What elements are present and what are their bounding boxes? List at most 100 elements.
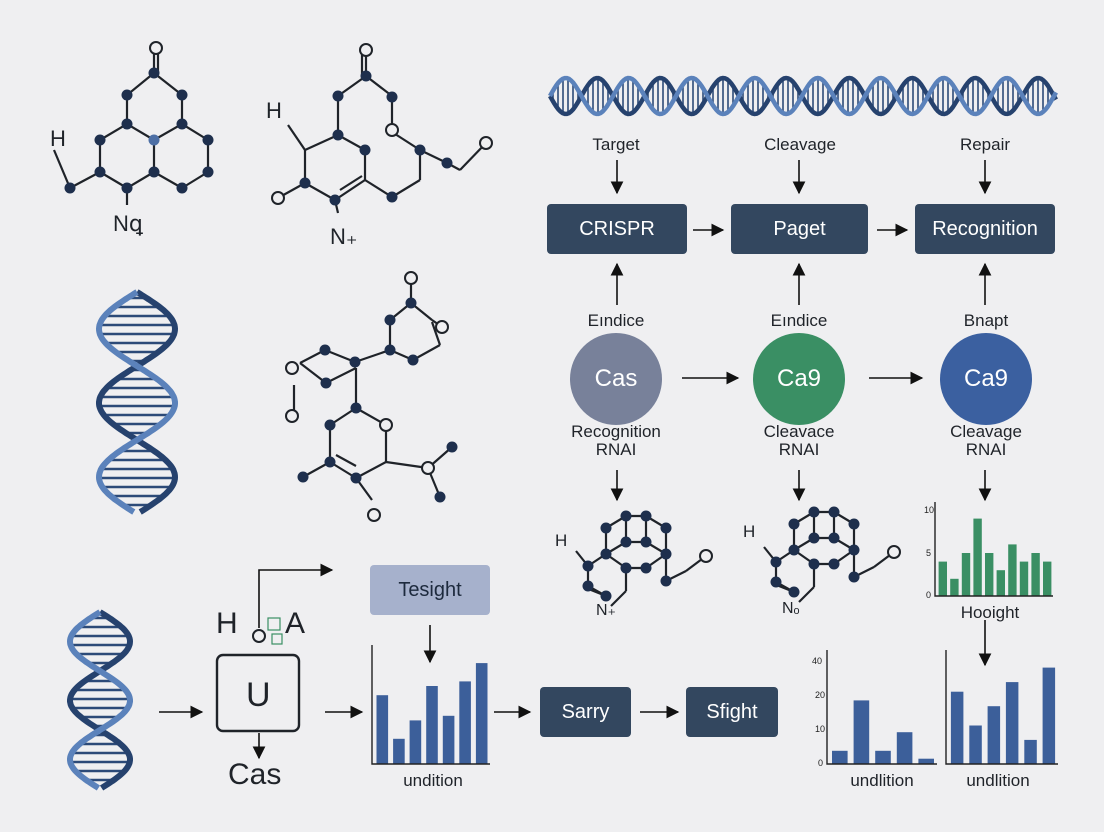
flow-arrows [159, 160, 992, 760]
atom-node [121, 89, 133, 101]
atom-node [770, 556, 782, 568]
atom-node [360, 70, 372, 82]
helix-strand [96, 289, 179, 515]
paget-box: Paget [731, 204, 868, 254]
green-chart-tick-0: 0 [926, 590, 932, 600]
atom-node [386, 91, 398, 103]
molecule-bond [430, 321, 442, 346]
atom-node [828, 506, 840, 518]
atom-node [848, 544, 860, 556]
chart-axis [826, 650, 937, 765]
sarry-box: Sarry [540, 687, 631, 737]
atom-n-1: Nꝗ [113, 211, 143, 236]
atom-node [808, 532, 820, 544]
chart-bar [1024, 739, 1037, 764]
atom-node [176, 182, 188, 194]
br1-tick-10: 10 [815, 724, 826, 734]
chart-bar [987, 706, 1001, 764]
atom-node [582, 580, 594, 592]
chart-axis [934, 502, 1053, 597]
atom-node [620, 510, 632, 522]
atom-node [788, 544, 800, 556]
label-cleavage: Cleavage [764, 135, 836, 154]
chart-bar [950, 691, 964, 764]
atom-node-open [385, 123, 399, 137]
unit-letter: U [246, 676, 271, 714]
atom-node-open [285, 409, 299, 423]
chart-bar [985, 553, 994, 596]
atom-node-open [887, 545, 901, 559]
green-chart-tick-5: 5 [926, 548, 932, 558]
atom-node [320, 377, 332, 389]
chart-bar [950, 578, 959, 596]
atom-node [640, 510, 652, 522]
chart-bar [973, 518, 982, 596]
atom-node-open [359, 43, 373, 57]
atom-node-open [271, 191, 285, 205]
atom-node [329, 194, 341, 206]
atom-node-open [379, 418, 393, 432]
unit-caption: Cas [228, 758, 282, 791]
chart-bar [1042, 667, 1056, 764]
atom-node [324, 419, 336, 431]
molecule-bond [304, 133, 339, 152]
molecule-1 [52, 41, 214, 205]
chart-bar [409, 720, 422, 764]
atom-node [94, 166, 106, 178]
atom-node [414, 144, 426, 156]
atom-node [788, 586, 800, 598]
atom-node [660, 548, 672, 560]
atom-node-open [149, 41, 163, 55]
chart-bar [896, 732, 913, 764]
atom-node [359, 144, 371, 156]
atom-node [148, 166, 160, 178]
cas-circle: Cas [570, 333, 662, 425]
atom-node [828, 558, 840, 570]
molecule-2 [271, 43, 493, 214]
label-target: Target [592, 135, 640, 154]
atom-h-4: H [743, 522, 756, 541]
atom-node [660, 575, 672, 587]
br1-tick-20: 20 [815, 690, 826, 700]
atom-node [600, 548, 612, 560]
molecule-bond [304, 182, 336, 201]
atom-node [297, 471, 309, 483]
dna-helix-bottom [66, 609, 134, 791]
chart-axis [945, 650, 1058, 765]
atom-node [64, 182, 76, 194]
ca9-blue-circle: Ca9 [940, 333, 1032, 425]
molecule-5 [763, 506, 901, 603]
atom-node [350, 402, 362, 414]
unit-box [215, 653, 301, 733]
bottom-right-bar-chart-2 [945, 650, 1058, 765]
molecule-4 [575, 510, 713, 607]
green-bar-chart [934, 502, 1053, 597]
atom-a-unit: A [285, 607, 306, 640]
ca9-green-circle: Ca9 [753, 333, 845, 425]
chart-bar [426, 686, 438, 764]
circle-3-bottom-label: Cleavage RNAI [950, 422, 1022, 459]
atom-node [121, 182, 133, 194]
chart-bar [1019, 561, 1029, 596]
atom-node [770, 576, 782, 588]
helix-strand [95, 289, 178, 515]
molecule-bond [325, 367, 357, 384]
chart-bar [459, 681, 471, 764]
molecule-bond [355, 461, 387, 479]
chart-bar [1043, 561, 1052, 596]
unit-mark [271, 633, 283, 645]
chart-bar [442, 715, 455, 764]
chart-bar [1008, 544, 1017, 596]
atom-node-open [252, 629, 266, 643]
dna-helix-left [95, 289, 179, 515]
atom-node [620, 536, 632, 548]
helix-strand [67, 609, 134, 791]
molecule-bond [337, 75, 367, 97]
atom-node [386, 191, 398, 203]
atom-node [319, 344, 331, 356]
mid-bar-chart [371, 645, 490, 765]
mid-chart-caption: undition [403, 771, 463, 790]
label-repair: Repair [959, 135, 1011, 154]
molecule-bond [52, 149, 72, 189]
